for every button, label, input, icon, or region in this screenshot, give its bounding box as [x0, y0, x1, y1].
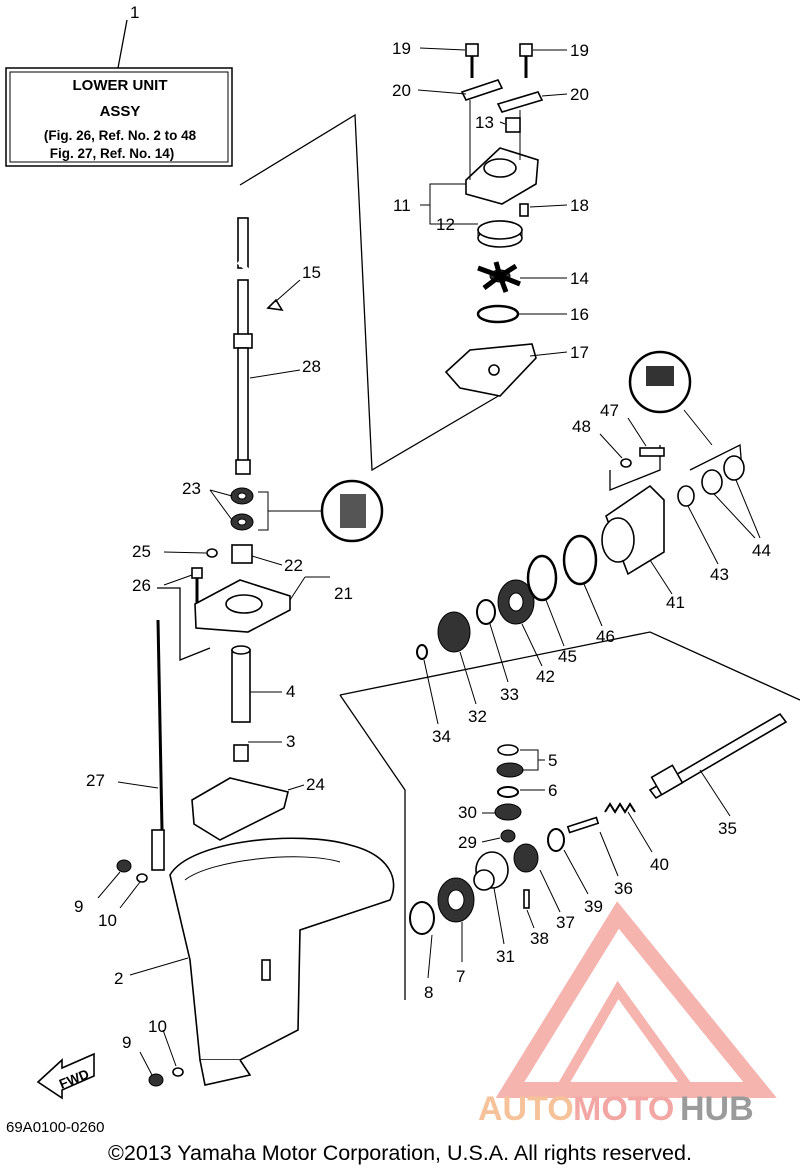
callout-14: 14	[570, 269, 589, 288]
callout-48: 48	[572, 417, 591, 436]
callout-21: 21	[334, 584, 353, 603]
callout-42: 42	[536, 667, 555, 686]
watermark-moto: MOTO	[573, 1090, 674, 1128]
shaft-tube-group	[191, 645, 289, 841]
assy-note-1: (Fig. 26, Ref. No. 2 to 48	[44, 128, 197, 143]
diagram-code: 69A0100-0260	[6, 1119, 104, 1136]
callout-13: 13	[475, 113, 494, 132]
bearing-stack	[230, 479, 384, 543]
callout-41: 41	[666, 593, 685, 612]
callout-46: 46	[596, 627, 615, 646]
bearing-housing-group	[416, 350, 745, 660]
callout-7: 7	[456, 967, 465, 986]
shift-rod	[151, 619, 165, 871]
callout-4: 4	[286, 682, 295, 701]
callout-30: 30	[458, 803, 477, 822]
callout-leaders	[97, 47, 761, 1076]
callout-40: 40	[650, 855, 669, 874]
callout-19a: 19	[392, 39, 411, 58]
screws-group	[116, 859, 184, 1087]
watermark-text: AUTO MOTO HUB	[478, 1090, 754, 1128]
callout-23: 23	[182, 479, 201, 498]
callout-2: 2	[114, 969, 123, 988]
callout-43: 43	[710, 565, 729, 584]
callout-8: 8	[424, 983, 433, 1002]
callout-33: 33	[500, 685, 519, 704]
watermark-hub: HUB	[680, 1090, 754, 1128]
callout-16: 16	[570, 305, 589, 324]
callout-39: 39	[584, 897, 603, 916]
callout-24: 24	[306, 775, 325, 794]
callout-22: 22	[284, 556, 303, 575]
callout-31: 31	[496, 947, 515, 966]
callout-34: 34	[432, 727, 451, 746]
callout-36: 36	[614, 879, 633, 898]
callout-6: 6	[548, 781, 557, 800]
callout-20a: 20	[392, 81, 411, 100]
callout-45: 45	[558, 647, 577, 666]
callout-20b: 20	[570, 85, 589, 104]
callout-25: 25	[132, 542, 151, 561]
assy-title-1: LOWER UNIT	[73, 77, 168, 94]
pinion-group	[494, 744, 524, 843]
callout-19b: 19	[570, 41, 589, 60]
callout-numbers: 19 19 20 20 13 11 12 18 14 16 17 15 28 2…	[74, 39, 771, 1052]
callout-17: 17	[570, 343, 589, 362]
callout-15: 15	[302, 263, 321, 282]
callout-11: 11	[393, 196, 411, 215]
copyright-notice: ©2013 Yamaha Motor Corporation, U.S.A. A…	[108, 1141, 692, 1165]
callout-27: 27	[86, 771, 105, 790]
callout-9a: 9	[74, 897, 83, 916]
callout-26: 26	[132, 576, 151, 595]
callout-29: 29	[458, 833, 477, 852]
drive-shaft	[233, 217, 284, 475]
watermark-logo	[495, 901, 777, 1098]
callout-28: 28	[302, 357, 321, 376]
fwd-arrow-icon: FWD	[36, 1052, 95, 1100]
callout-38: 38	[530, 929, 549, 948]
assy-title-2: ASSY	[100, 103, 141, 120]
callout-47: 47	[600, 401, 619, 420]
callout-35: 35	[718, 819, 737, 838]
callout-12: 12	[436, 215, 455, 234]
callout-10a: 10	[98, 911, 117, 930]
propeller-shaft-group	[409, 712, 788, 935]
callout-44: 44	[752, 541, 771, 560]
watermark-auto: AUTO	[478, 1090, 574, 1128]
impeller-icon	[477, 261, 521, 293]
assy-info-box: 1 LOWER UNIT ASSY (Fig. 26, Ref. No. 2 t…	[5, 3, 233, 167]
callout-32: 32	[468, 707, 487, 726]
callout-1: 1	[130, 3, 139, 22]
callout-37: 37	[556, 913, 575, 932]
callout-9b: 9	[122, 1033, 131, 1052]
lower-case	[169, 837, 395, 1086]
water-pump-group	[444, 43, 544, 397]
callout-18: 18	[570, 196, 589, 215]
callout-5: 5	[548, 751, 557, 770]
callout-10b: 10	[148, 1017, 167, 1036]
callout-3: 3	[286, 732, 295, 751]
housing-plate-group	[191, 544, 330, 633]
assy-note-2: Fig. 27, Ref. No. 14)	[50, 146, 175, 161]
